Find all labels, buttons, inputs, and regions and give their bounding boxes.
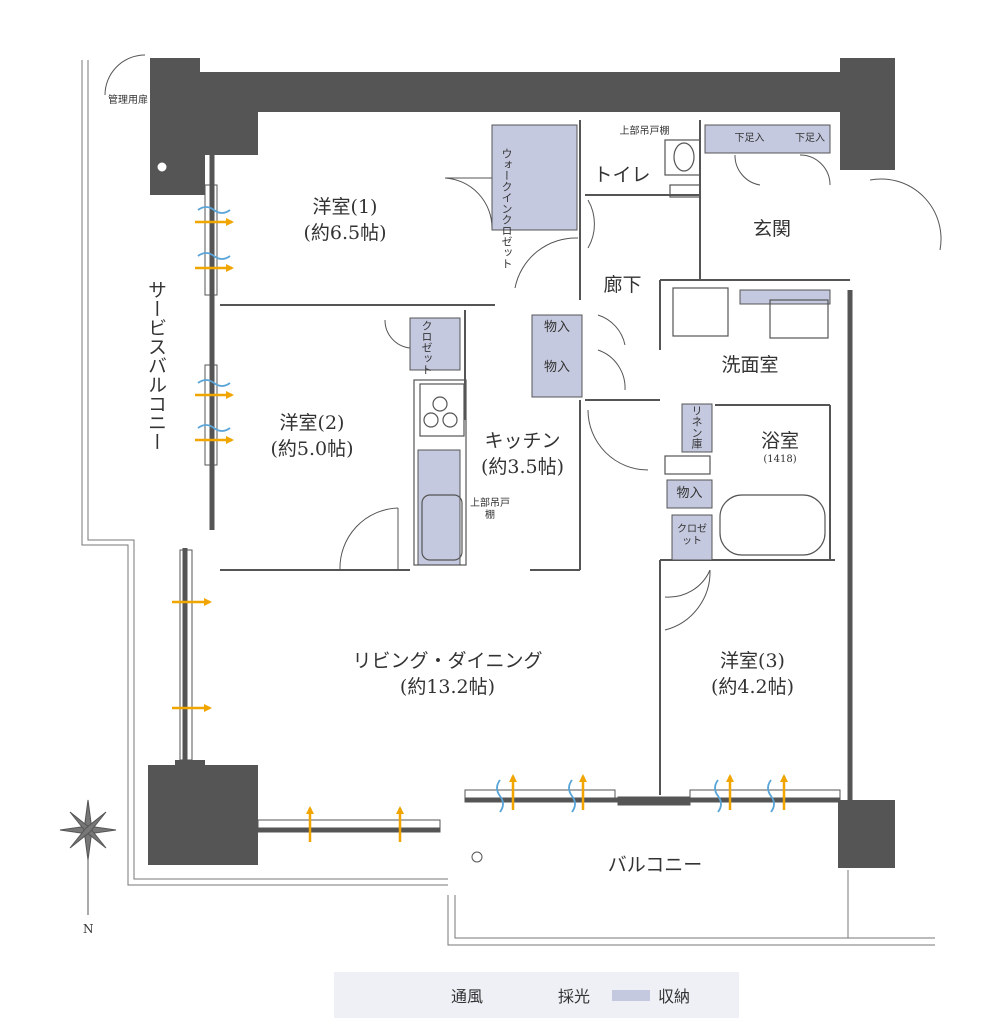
ventilation-waves: [197, 206, 775, 813]
storage-areas: [409, 124, 831, 566]
storage-label-closet: クロゼット: [420, 320, 433, 375]
room-name: キッチン: [484, 430, 561, 452]
service-entrance-label: 管理用扉: [108, 95, 148, 106]
room-label-kitchen: キッチン (約3.5帖): [470, 428, 575, 480]
room-label-bedroom2: 洋室(2) (約5.0帖): [262, 410, 362, 462]
room-label-toilet: トイレ: [593, 164, 651, 186]
room-size: (1418): [763, 454, 797, 465]
storage-label-storage3: 物入: [676, 486, 703, 501]
room-label-service-balcony: サービスバルコニー: [145, 280, 167, 451]
storage-swatch-icon: [612, 989, 650, 1001]
legend-ventilation-label: 通風: [450, 987, 483, 1006]
daylight-arrows: [172, 218, 788, 842]
windows: [179, 184, 841, 833]
room-area: (約3.5帖): [480, 456, 565, 478]
room-label-balcony: バルコニー: [607, 854, 703, 876]
drain-icons: [156, 161, 483, 863]
storage-label-storage2: 物入: [543, 360, 570, 375]
room-name: リビング・ダイニング: [352, 650, 543, 672]
interior-walls: [220, 120, 850, 795]
walls: [182, 155, 853, 833]
room-name: 洋室(3): [720, 650, 785, 672]
storage-label-upper-cabinet-toilet: 上部吊戸棚: [619, 126, 670, 137]
room-label-bedroom3: 洋室(3) (約4.2帖): [700, 648, 805, 700]
storage-label-storage1: 物入: [543, 320, 570, 335]
storage-label-linen: リネン庫: [690, 405, 703, 449]
room-area: (約13.2帖): [399, 676, 496, 698]
room-label-washroom: 洗面室: [721, 354, 779, 376]
legend-ventilation: 通風: [383, 983, 483, 1007]
room-name: 洋室(2): [279, 412, 345, 434]
room-area: (約6.5帖): [303, 222, 387, 244]
room-area: (約5.0帖): [270, 438, 354, 460]
room-label-entrance: 玄関: [752, 218, 791, 240]
compass-icon: [59, 799, 117, 915]
storage-label-upper-cabinet-kitchen: 上部吊戸棚: [470, 498, 510, 521]
legend-daylight-label: 採光: [557, 987, 590, 1006]
columns: [148, 58, 895, 868]
legend: 通風 採光 収納: [334, 972, 739, 1018]
room-label-bathroom: 浴室 (1418): [745, 428, 815, 466]
room-label-living: リビング・ダイニング (約13.2帖): [345, 648, 550, 700]
legend-storage: 収納: [612, 983, 690, 1007]
storage-label-walkin: ウォークインクロゼット: [500, 148, 513, 269]
room-name: 浴室: [760, 430, 799, 452]
room-label-bedroom1: 洋室(1) (約6.5帖): [295, 194, 395, 246]
north-label: N: [83, 922, 94, 936]
room-label-hallway: 廊下: [603, 274, 642, 296]
room-name: 洋室(1): [312, 196, 378, 218]
storage-label-closet2: クロゼット: [677, 524, 707, 547]
railings: [81, 60, 935, 946]
legend-daylight: 採光: [505, 983, 590, 1007]
storage-label-shoes1: 下足入: [734, 133, 765, 144]
doors: [104, 54, 942, 631]
fixtures: [413, 139, 829, 566]
room-area: (約4.2帖): [710, 676, 795, 698]
storage-label-shoes2: 下足入: [795, 133, 825, 144]
legend-storage-label: 収納: [658, 987, 691, 1006]
